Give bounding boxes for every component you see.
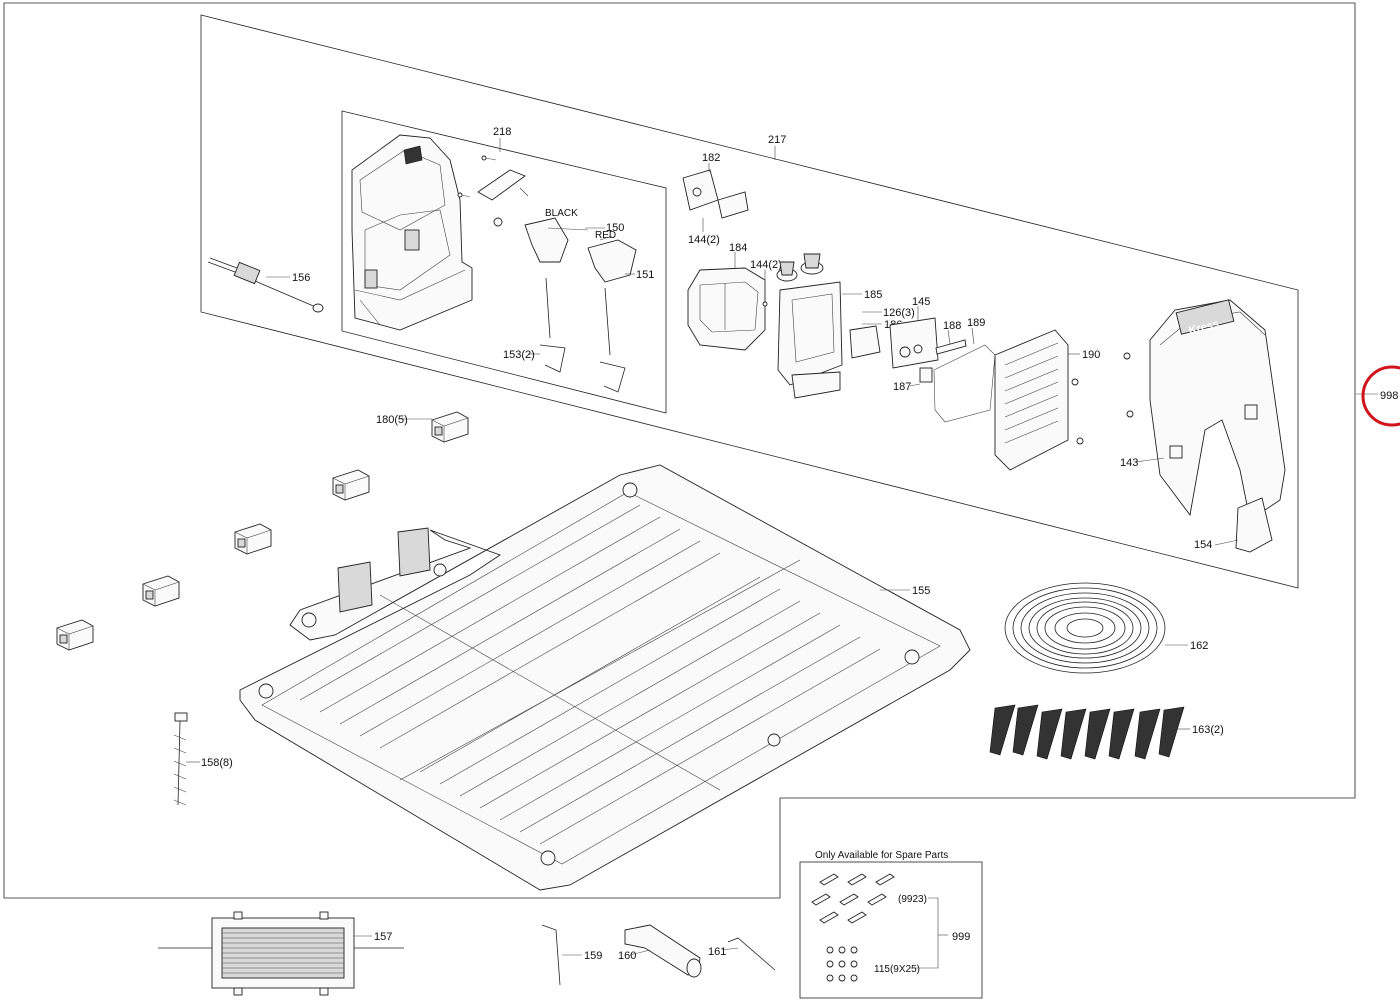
callout-998: 998 — [1380, 390, 1398, 402]
callout-180: 180(5) — [376, 414, 408, 426]
hex-key-161 — [727, 937, 776, 971]
seal-189 — [933, 344, 996, 423]
callout-182: 182 — [702, 152, 720, 164]
station-rear-housing — [351, 134, 473, 331]
callout-144b: 144(2) — [750, 259, 782, 271]
assembly-217-box — [200, 14, 1299, 589]
callout-155: 155 — [912, 585, 930, 597]
callout-162: 162 — [1190, 640, 1208, 652]
callout-190: 190 — [1082, 349, 1100, 361]
wire-label-red: RED — [595, 230, 616, 241]
cover-190 — [994, 329, 1069, 471]
tool-160 — [624, 924, 702, 978]
screws-190 — [1071, 352, 1134, 445]
pegs-180 — [56, 411, 469, 651]
callout-161: 161 — [708, 946, 726, 958]
contact-rods-153 — [539, 277, 626, 393]
callout-144a: 144(2) — [688, 234, 720, 246]
callout-159: 159 — [584, 950, 602, 962]
contact-151 — [587, 235, 637, 283]
contact-plate — [477, 169, 529, 201]
callout-218: 218 — [493, 126, 511, 138]
callout-217: 217 — [768, 134, 786, 146]
callout-189: 189 — [967, 317, 985, 329]
power-supply-157 — [158, 911, 404, 996]
callout-151: 151 — [636, 269, 654, 281]
base-plate-155 — [239, 464, 971, 891]
callout-157: 157 — [374, 931, 392, 943]
caps — [776, 253, 824, 282]
peg-screw-158 — [173, 712, 188, 806]
callout-185: 185 — [864, 289, 882, 301]
callout-154: 154 — [1194, 539, 1212, 551]
callout-188: 188 — [943, 320, 961, 332]
power-cable-156 — [207, 257, 324, 313]
callout-187: 187 — [893, 381, 911, 393]
box-184 — [687, 267, 766, 351]
callout-156: 156 — [292, 272, 310, 284]
front-cover-143: Kress — [1149, 299, 1286, 521]
lid-154 — [1235, 497, 1273, 553]
blades-9923 — [811, 873, 895, 924]
assembly-998-frame — [3, 2, 1356, 899]
callout-115: 115(9X25) — [874, 964, 920, 975]
board-182 — [682, 169, 749, 219]
callout-999: 999 — [952, 931, 970, 943]
strip-188 — [935, 339, 967, 355]
part-187 — [919, 367, 933, 383]
screws-115 — [826, 946, 858, 982]
callout-150: 150 — [606, 222, 624, 234]
callout-158: 158(8) — [201, 757, 233, 769]
wire-label-black: BLACK — [545, 208, 578, 219]
callout-160: 160 — [618, 950, 636, 962]
screw-set-218 — [457, 155, 503, 227]
stakes-163 — [989, 704, 1185, 760]
highlight-circle-998[interactable] — [1361, 365, 1400, 427]
spare-parts-box — [799, 861, 983, 999]
callout-163: 163(2) — [1192, 724, 1224, 736]
callout-143: 143 — [1120, 457, 1138, 469]
pcb-145 — [889, 317, 939, 369]
contact-150 — [524, 217, 589, 263]
spare-parts-note: Only Available for Spare Parts — [815, 850, 948, 861]
callout-145: 145 — [912, 296, 930, 308]
callout-9923: (9923) — [898, 894, 927, 905]
hex-key-159 — [541, 924, 561, 986]
callout-153: 153(2) — [503, 349, 535, 361]
callout-126: 126(3) — [883, 307, 915, 319]
assembly-218-box — [341, 110, 667, 414]
callout-184: 184 — [729, 242, 747, 254]
wire-coil-162 — [1004, 582, 1166, 674]
frame-185 — [777, 281, 843, 399]
plate-186 — [849, 325, 881, 359]
